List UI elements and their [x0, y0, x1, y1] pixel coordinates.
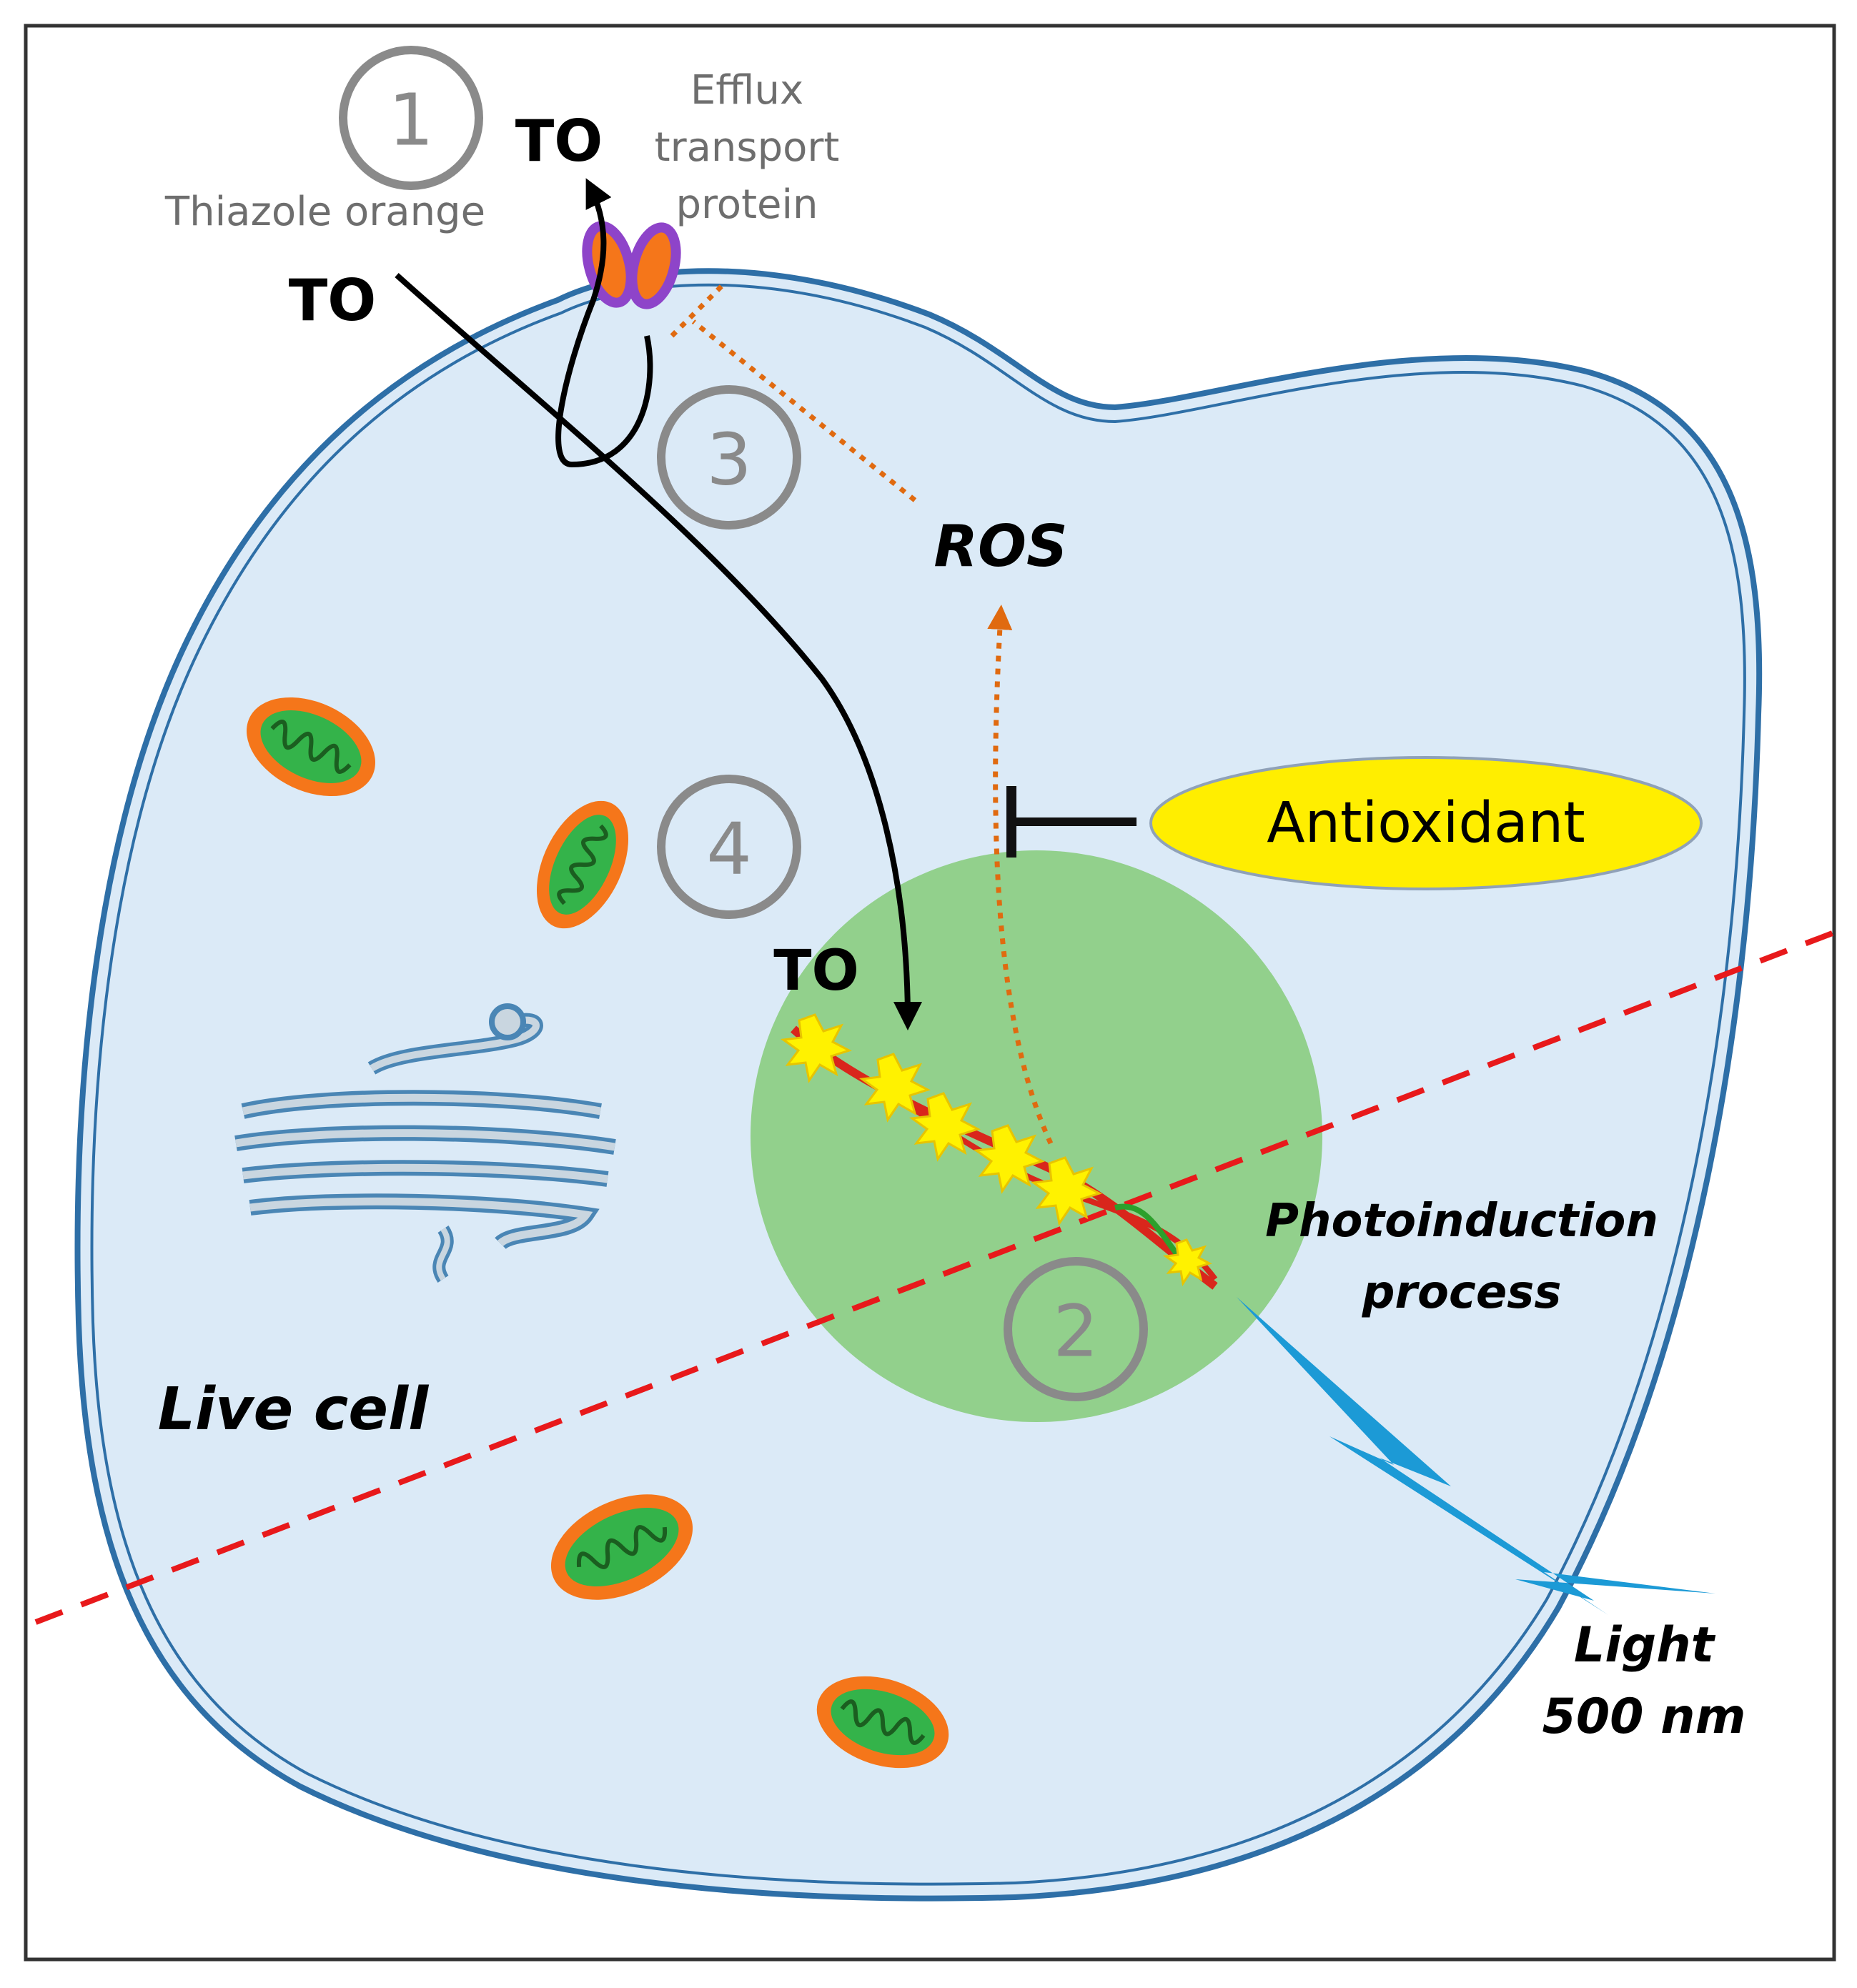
- cell-membrane-inner: [90, 283, 1746, 1886]
- ros-generation-arrow: [987, 605, 1054, 1145]
- efflux-label-line2: transport: [655, 124, 840, 171]
- dye-star: [1030, 1156, 1102, 1226]
- step-4-marker: 4: [657, 775, 801, 919]
- light-label-line1: Light: [1574, 1617, 1716, 1674]
- photoinduction-label-line2: process: [1362, 1266, 1562, 1319]
- dye-star: [1162, 1238, 1212, 1286]
- live-cell-label: Live cell: [158, 1376, 430, 1443]
- efflux-label-line3: protein: [675, 182, 818, 228]
- efflux-arrow: [555, 178, 653, 468]
- dye-star-group: [780, 1013, 1212, 1286]
- dye-star: [780, 1013, 852, 1083]
- svg-text:1: 1: [388, 79, 434, 162]
- step-2-marker: 2: [1004, 1257, 1148, 1401]
- to-effluxed-label: TO: [515, 108, 603, 174]
- step-1-marker: 1: [339, 46, 483, 190]
- antioxidant-ellipse: [1149, 756, 1703, 890]
- antioxidant-label: Antioxidant: [1267, 791, 1585, 855]
- efflux-protein-icon: [582, 221, 681, 309]
- mitochondrion-icon: [247, 697, 375, 797]
- golgi-apparatus-icon: [234, 1003, 616, 1283]
- ros-label: ROS: [934, 513, 1067, 580]
- svg-text:3: 3: [706, 418, 752, 502]
- mitochondrion-icon: [536, 800, 629, 929]
- efflux-label-line1: Efflux: [690, 67, 803, 114]
- mitochondrion-icon: [816, 1676, 949, 1769]
- laser-beam-line: [34, 930, 1836, 1625]
- mitochondrion-icon: [550, 1494, 693, 1600]
- light-label-line2: 500 nm: [1542, 1689, 1746, 1745]
- uptake-arrow: [395, 273, 922, 1030]
- ros-inhibition-line: [691, 319, 917, 502]
- nucleus: [751, 850, 1322, 1422]
- svg-text:4: 4: [706, 807, 752, 891]
- photoinduction-label-line1: Photoinduction: [1265, 1195, 1658, 1248]
- dye-star: [858, 1053, 931, 1123]
- dye-star: [908, 1092, 981, 1162]
- dye-star: [973, 1124, 1045, 1194]
- step-3-marker: 3: [657, 385, 801, 530]
- thiazole-orange-label: Thiazole orange: [164, 189, 485, 235]
- to-outside-label: TO: [289, 267, 377, 334]
- svg-text:2: 2: [1053, 1290, 1099, 1373]
- to-nucleus-label: TO: [773, 939, 859, 1003]
